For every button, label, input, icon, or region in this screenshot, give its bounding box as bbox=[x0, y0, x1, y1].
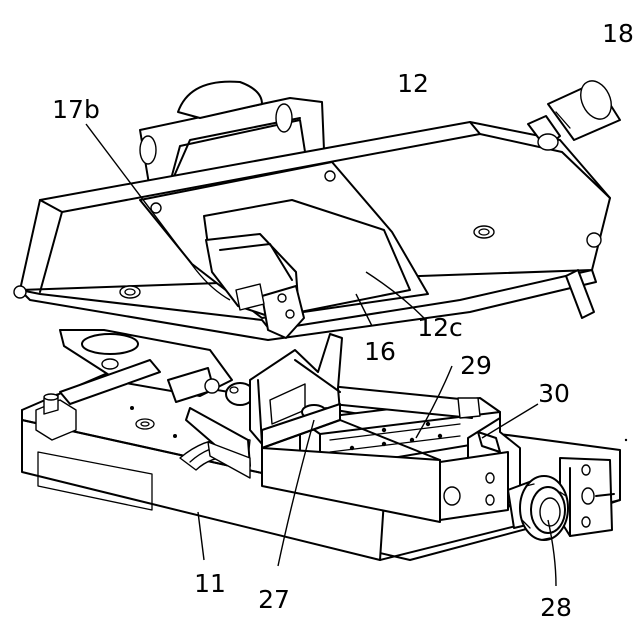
label-11: 11 bbox=[194, 569, 226, 598]
label-12: 12 bbox=[397, 69, 429, 98]
top-knob bbox=[528, 76, 620, 150]
label-18: 18 bbox=[602, 19, 634, 48]
label-28: 28 bbox=[540, 593, 572, 622]
label-30: 30 bbox=[538, 379, 570, 408]
label-12c: 12c bbox=[417, 313, 463, 342]
label-27: 27 bbox=[258, 585, 290, 614]
upper-housing bbox=[14, 82, 610, 340]
label-17b: 17b bbox=[52, 95, 100, 124]
label-29: 29 bbox=[460, 351, 492, 380]
label-16: 16 bbox=[364, 337, 396, 366]
